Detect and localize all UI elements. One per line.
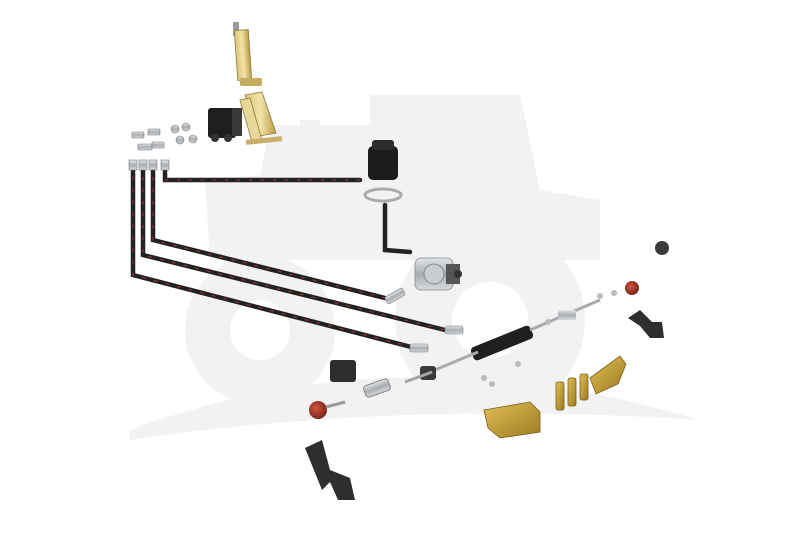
control-valve-assembly xyxy=(233,22,283,145)
hose-end-fittings xyxy=(128,159,464,353)
hydraulic-pump xyxy=(414,257,462,291)
tie-rod-parts xyxy=(363,290,617,398)
oil-reservoir xyxy=(363,140,403,203)
steering-arms xyxy=(305,310,664,500)
mounting-brackets xyxy=(483,355,627,439)
hose-fittings xyxy=(131,122,198,151)
valve-block xyxy=(208,108,242,142)
tie-rod-ends xyxy=(309,241,669,419)
